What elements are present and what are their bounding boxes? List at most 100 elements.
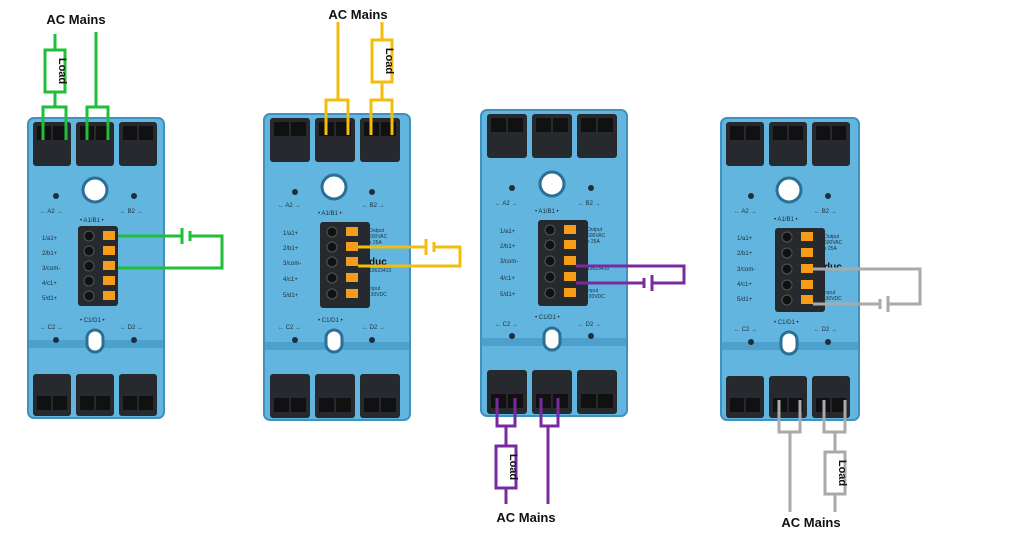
- svg-text:Output: Output: [587, 227, 603, 233]
- mounting-slot-bottom: [542, 326, 562, 352]
- bottom-terminal-blocks: [487, 370, 617, 414]
- bottom-terminal-blocks: [726, 376, 850, 418]
- ac-mains-label: AC Mains: [496, 510, 555, 525]
- load-box: Load: [823, 450, 848, 496]
- module-3: ← A2 → ← B2 → • A1/B1 • ← C2 → ← D2 → • …: [480, 109, 686, 525]
- ac-load-wiring: [495, 398, 560, 504]
- pin-labels: 1/a1+ 2/b1+ 3/com- 4/c1+ 5/d1+: [42, 236, 60, 302]
- pluggable-connector: [775, 228, 825, 312]
- svg-text:2/b1+: 2/b1+: [283, 246, 299, 252]
- svg-text:x 25A: x 25A: [824, 246, 837, 252]
- bottom-terminal-blocks: [270, 374, 400, 418]
- ac-mains-label: AC Mains: [781, 515, 840, 530]
- dc-control-wiring: [118, 228, 224, 270]
- svg-text:-30VDC: -30VDC: [587, 294, 605, 300]
- svg-text:4/c1+: 4/c1+: [500, 276, 515, 282]
- mark-b2: ← B2 →: [578, 201, 601, 207]
- mark-b2: ← B2 →: [120, 209, 143, 215]
- bottom-terminal-blocks: [33, 374, 157, 416]
- ac-load-wiring: [777, 400, 847, 512]
- load-box: Load: [43, 48, 68, 94]
- svg-text:Output: Output: [824, 234, 840, 240]
- mark-b2: ← B2 →: [814, 209, 837, 215]
- mark-d2: ← D2 →: [578, 322, 601, 328]
- mark-d2: ← D2 →: [814, 327, 837, 333]
- ac-load-wiring: [324, 22, 394, 135]
- mark-c2: ← C2 →: [734, 327, 757, 333]
- svg-text:600VAC: 600VAC: [587, 233, 606, 239]
- ac-mains-label: AC Mains: [328, 7, 387, 22]
- pluggable-connector: [538, 220, 588, 306]
- mark-a2: ← A2 →: [734, 209, 756, 215]
- module-2: ← A2 → ← B2 → • A1/B1 • ← C2 → ← D2 → • …: [263, 7, 462, 421]
- svg-text:4/c1+: 4/c1+: [737, 282, 752, 288]
- svg-text:19623410: 19623410: [587, 266, 609, 272]
- svg-text:2/b1+: 2/b1+: [500, 244, 516, 250]
- front-print: Output 600VAC x 25A duc 19623410 Input -…: [369, 228, 391, 298]
- screw-dots: [292, 189, 375, 343]
- dc-control-wiring: [358, 239, 462, 268]
- top-terminal-blocks: [270, 118, 400, 162]
- mark-c1d1: • C1/D1 •: [318, 318, 343, 324]
- svg-text:3/com-: 3/com-: [500, 259, 518, 265]
- svg-text:1/a1+: 1/a1+: [42, 236, 58, 242]
- mark-a1b1: • A1/B1 •: [535, 209, 559, 215]
- mark-c1d1: • C1/D1 •: [80, 318, 105, 324]
- svg-text:3/com-: 3/com-: [737, 267, 755, 273]
- load-label: Load: [56, 58, 68, 84]
- svg-text:5/d1+: 5/d1+: [500, 292, 516, 298]
- dc-control-wiring: [813, 267, 922, 312]
- svg-text:5/d1+: 5/d1+: [737, 297, 753, 303]
- dc-control-wiring: [576, 264, 686, 291]
- svg-text:Input: Input: [824, 290, 836, 296]
- mark-b2: ← B2 →: [362, 203, 385, 209]
- module-4: ← A2 → ← B2 → • A1/B1 • ← C2 → ← D2 → • …: [720, 117, 922, 530]
- svg-text:-30VDC: -30VDC: [824, 296, 842, 302]
- ac-load-wiring: [41, 32, 110, 140]
- svg-text:x 25A: x 25A: [369, 240, 382, 246]
- pin-labels: 1/a1+ 2/b1+ 3/com- 4/c1+ 5/d1+: [500, 229, 518, 298]
- mounting-hole-top: [320, 173, 348, 201]
- pin-labels: 1/a1+ 2/b1+ 3/com- 4/c1+ 5/d1+: [737, 236, 755, 303]
- mark-a2: ← A2 →: [40, 209, 62, 215]
- mounting-slot-bottom: [324, 328, 344, 354]
- load-box: Load: [494, 444, 519, 490]
- svg-text:3/com-: 3/com-: [42, 266, 60, 272]
- top-terminal-blocks: [487, 114, 617, 158]
- load-label: Load: [383, 48, 395, 74]
- mounting-slot-bottom: [779, 330, 799, 356]
- mark-d2: ← D2 →: [120, 325, 143, 331]
- mark-a1b1: • A1/B1 •: [80, 218, 104, 224]
- load-box: Load: [370, 38, 395, 84]
- svg-text:Output: Output: [369, 228, 385, 234]
- mark-a1b1: • A1/B1 •: [318, 211, 342, 217]
- pin-labels: 1/a1+ 2/b1+ 3/com- 4/c1+ 5/d1+: [283, 231, 301, 299]
- mark-a2: ← A2 →: [495, 201, 517, 207]
- svg-text:4/c1+: 4/c1+: [283, 277, 298, 283]
- svg-text:1/a1+: 1/a1+: [283, 231, 299, 237]
- mounting-hole-top: [775, 176, 803, 204]
- mark-c2: ← C2 →: [278, 325, 301, 331]
- brand-logo: duc: [369, 257, 387, 268]
- top-terminal-blocks: [726, 122, 850, 166]
- front-print: Output 600VAC x 25A 19623410 Input -30VD…: [587, 227, 609, 300]
- mounting-hole-top: [81, 176, 109, 204]
- svg-text:1/a1+: 1/a1+: [500, 229, 516, 235]
- screw-dots: [53, 193, 137, 343]
- screw-dots: [748, 193, 831, 345]
- mark-c1d1: • C1/D1 •: [535, 315, 560, 321]
- svg-text:x 25A: x 25A: [587, 239, 600, 245]
- ac-mains-label: AC Mains: [46, 12, 105, 27]
- svg-text:4/c1+: 4/c1+: [42, 281, 57, 287]
- mounting-slot-bottom: [85, 328, 105, 354]
- mounting-hole-top: [538, 170, 566, 198]
- mark-c2: ← C2 →: [495, 322, 518, 328]
- load-label: Load: [507, 454, 519, 480]
- svg-text:Input: Input: [369, 286, 381, 292]
- svg-text:1/a1+: 1/a1+: [737, 236, 753, 242]
- pluggable-connector: [78, 226, 118, 306]
- screw-dots: [509, 185, 594, 339]
- module-1: ← A2 → ← B2 → • A1/B1 • ← C2 → ← D2 → • …: [27, 12, 224, 419]
- svg-text:5/d1+: 5/d1+: [42, 296, 58, 302]
